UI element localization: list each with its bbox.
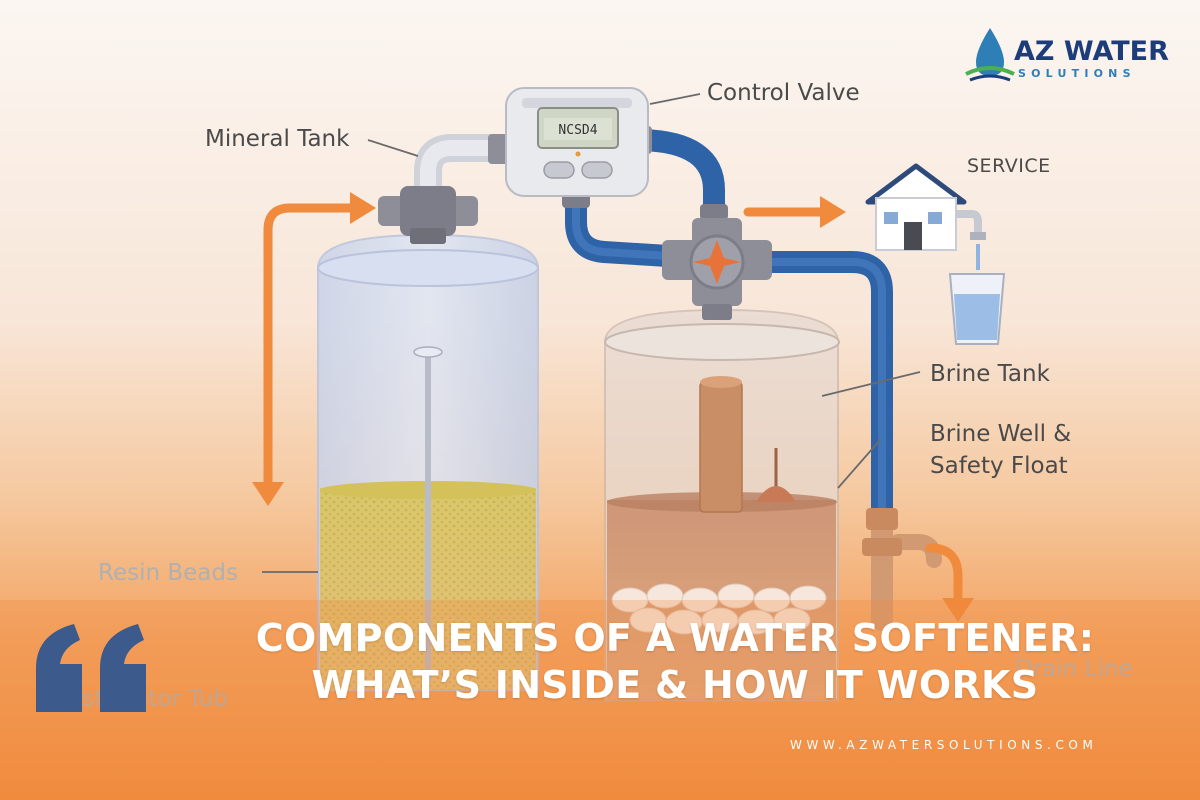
label-service: SERVICE	[967, 155, 1051, 177]
headline-line1: COMPONENTS OF A WATER SOFTENER:	[255, 616, 1095, 660]
quote-mark-icon	[36, 624, 146, 712]
brand-name: AZ WATER	[1014, 36, 1169, 67]
mineral-tank	[317, 233, 539, 691]
label-drain-line: Drain Line	[1015, 656, 1132, 682]
label-brine-tank: Brine Tank	[930, 361, 1051, 387]
label-mineral-tank: Mineral Tank	[205, 126, 350, 152]
bypass-valve	[662, 218, 772, 320]
label-brine-well-line1: Brine Well &	[930, 421, 1071, 447]
water-glass-icon	[948, 273, 1006, 345]
label-brine-well-line2: Safety Float	[930, 453, 1068, 479]
valve-display-text: NCSD4	[558, 123, 597, 138]
distributor-tube	[425, 352, 431, 682]
brine-well	[699, 381, 743, 513]
house-icon	[865, 163, 986, 270]
brand-tagline: SOLUTIONS	[1018, 67, 1136, 80]
water-drop-logo-icon	[976, 28, 1004, 76]
pipes	[414, 129, 942, 631]
headline-band	[0, 600, 1200, 800]
label-resin-beads: Resin Beads	[98, 560, 238, 586]
label-control-valve: Control Valve	[707, 80, 860, 106]
headline-line2: WHAT’S INSIDE & HOW IT WORKS	[311, 663, 1039, 707]
salt-pellets	[611, 583, 827, 635]
leader-lines	[262, 93, 921, 573]
flow-arrow-icon	[263, 203, 963, 605]
safety-float	[756, 486, 796, 502]
arrow-heads	[252, 192, 974, 622]
website-url[interactable]: WWW.AZWATERSOLUTIONS.COM	[790, 738, 1098, 752]
brine-tank	[604, 308, 840, 701]
control-valve	[505, 87, 649, 197]
headline: COMPONENTS OF A WATER SOFTENER: WHAT’S I…	[160, 615, 1190, 709]
brand-logo	[965, 28, 1015, 82]
